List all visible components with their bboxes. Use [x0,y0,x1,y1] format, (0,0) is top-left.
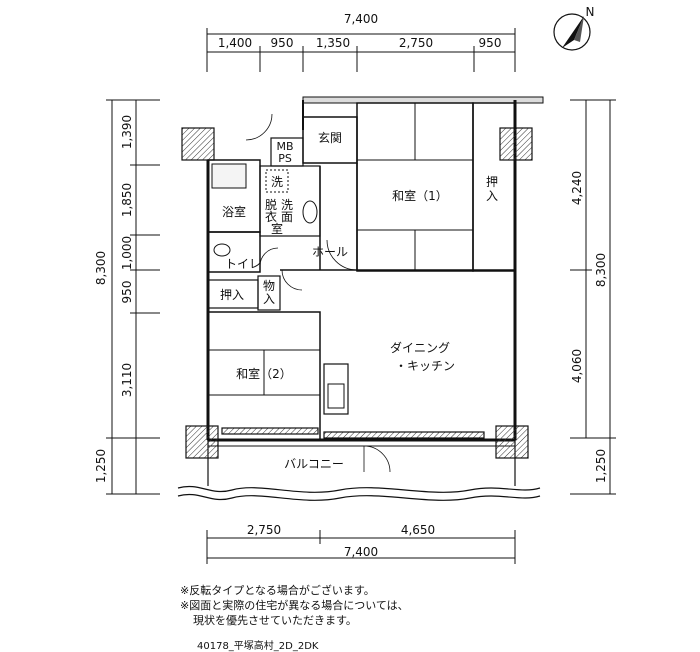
plan-code: 40178_平塚高村_2D_2DK [197,641,319,652]
right-dimension-1: 4,240 [570,171,584,205]
dressing-room-label-3: 室 [271,221,283,236]
washbasin-label-1: 洗 [281,198,293,212]
right-closet-label-1: 押 [486,175,498,189]
compass-north-icon [553,13,591,51]
left-dimension-1: 1,390 [120,115,134,149]
washer-label: 洗 [271,175,283,189]
left-total-dimension: 8,300 [94,251,108,285]
dressing-room-label-1: 脱 [265,197,277,212]
bottom-dimension-2: 4,650 [401,523,435,537]
top-total-dimension: 7,400 [344,12,378,26]
top-dimension-1: 1,400 [218,36,252,50]
top-dimensions [206,28,516,72]
right-total-dimension: 8,300 [594,253,608,287]
note-line-1: ※反転タイプとなる場合がございます。 [180,584,375,597]
compass-label: N [586,5,595,19]
balcony-label: バルコニー [284,457,344,471]
left-dimension-4: 950 [120,281,134,304]
left-dimension-5: 3,110 [120,363,134,397]
entrance-label: 玄関 [318,130,342,145]
washitsu-2-label: 和室（2） [236,366,292,381]
right-dimension-2: 4,060 [570,349,584,383]
top-dimension-2: 950 [271,36,294,50]
washbasin-label-2: 面 [281,210,293,224]
hall-label: ホール [312,245,348,259]
walls [177,96,544,501]
toilet-label: トイレ [225,257,261,271]
right-balcony-dimension: 1,250 [594,449,608,483]
bathroom-label: 浴室 [222,204,246,219]
columns [181,127,533,459]
left-dimensions [106,99,160,495]
left-dimension-6: 1,250 [94,449,108,483]
note-line-2: ※図面と実際の住宅が異なる場合については、 [180,599,409,612]
mb-ps-label-1: MB [276,140,293,153]
right-closet-label-2: 入 [486,189,498,203]
bottom-dimensions [206,530,516,564]
top-dimension-4: 2,750 [399,36,433,50]
note-line-3: 現状を優先させていただきます。 [193,614,357,627]
dining-kitchen-label-1: ダイニング [390,340,450,355]
mb-ps-label-2: PS [278,152,292,165]
left-dimension-2: 1,850 [120,183,134,217]
dressing-room-label-2: 衣 [265,209,277,224]
bottom-total-dimension: 7,400 [344,545,378,559]
bottom-dimension-1: 2,750 [247,523,281,537]
dining-kitchen-label-2: ・キッチン [395,359,455,373]
notes: ※反転タイプとなる場合がございます。 ※図面と実際の住宅が異なる場合については、… [180,583,409,628]
right-dimensions [570,99,616,495]
washitsu-1-label: 和室（1） [392,188,448,203]
top-dimension-5: 950 [479,36,502,50]
left-dimension-3: 1,000 [120,236,134,270]
storage-label-2: 入 [263,292,275,306]
left-closet-label: 押入 [220,288,244,302]
storage-label-1: 物 [263,279,275,293]
top-dimension-3: 1,350 [316,36,350,50]
